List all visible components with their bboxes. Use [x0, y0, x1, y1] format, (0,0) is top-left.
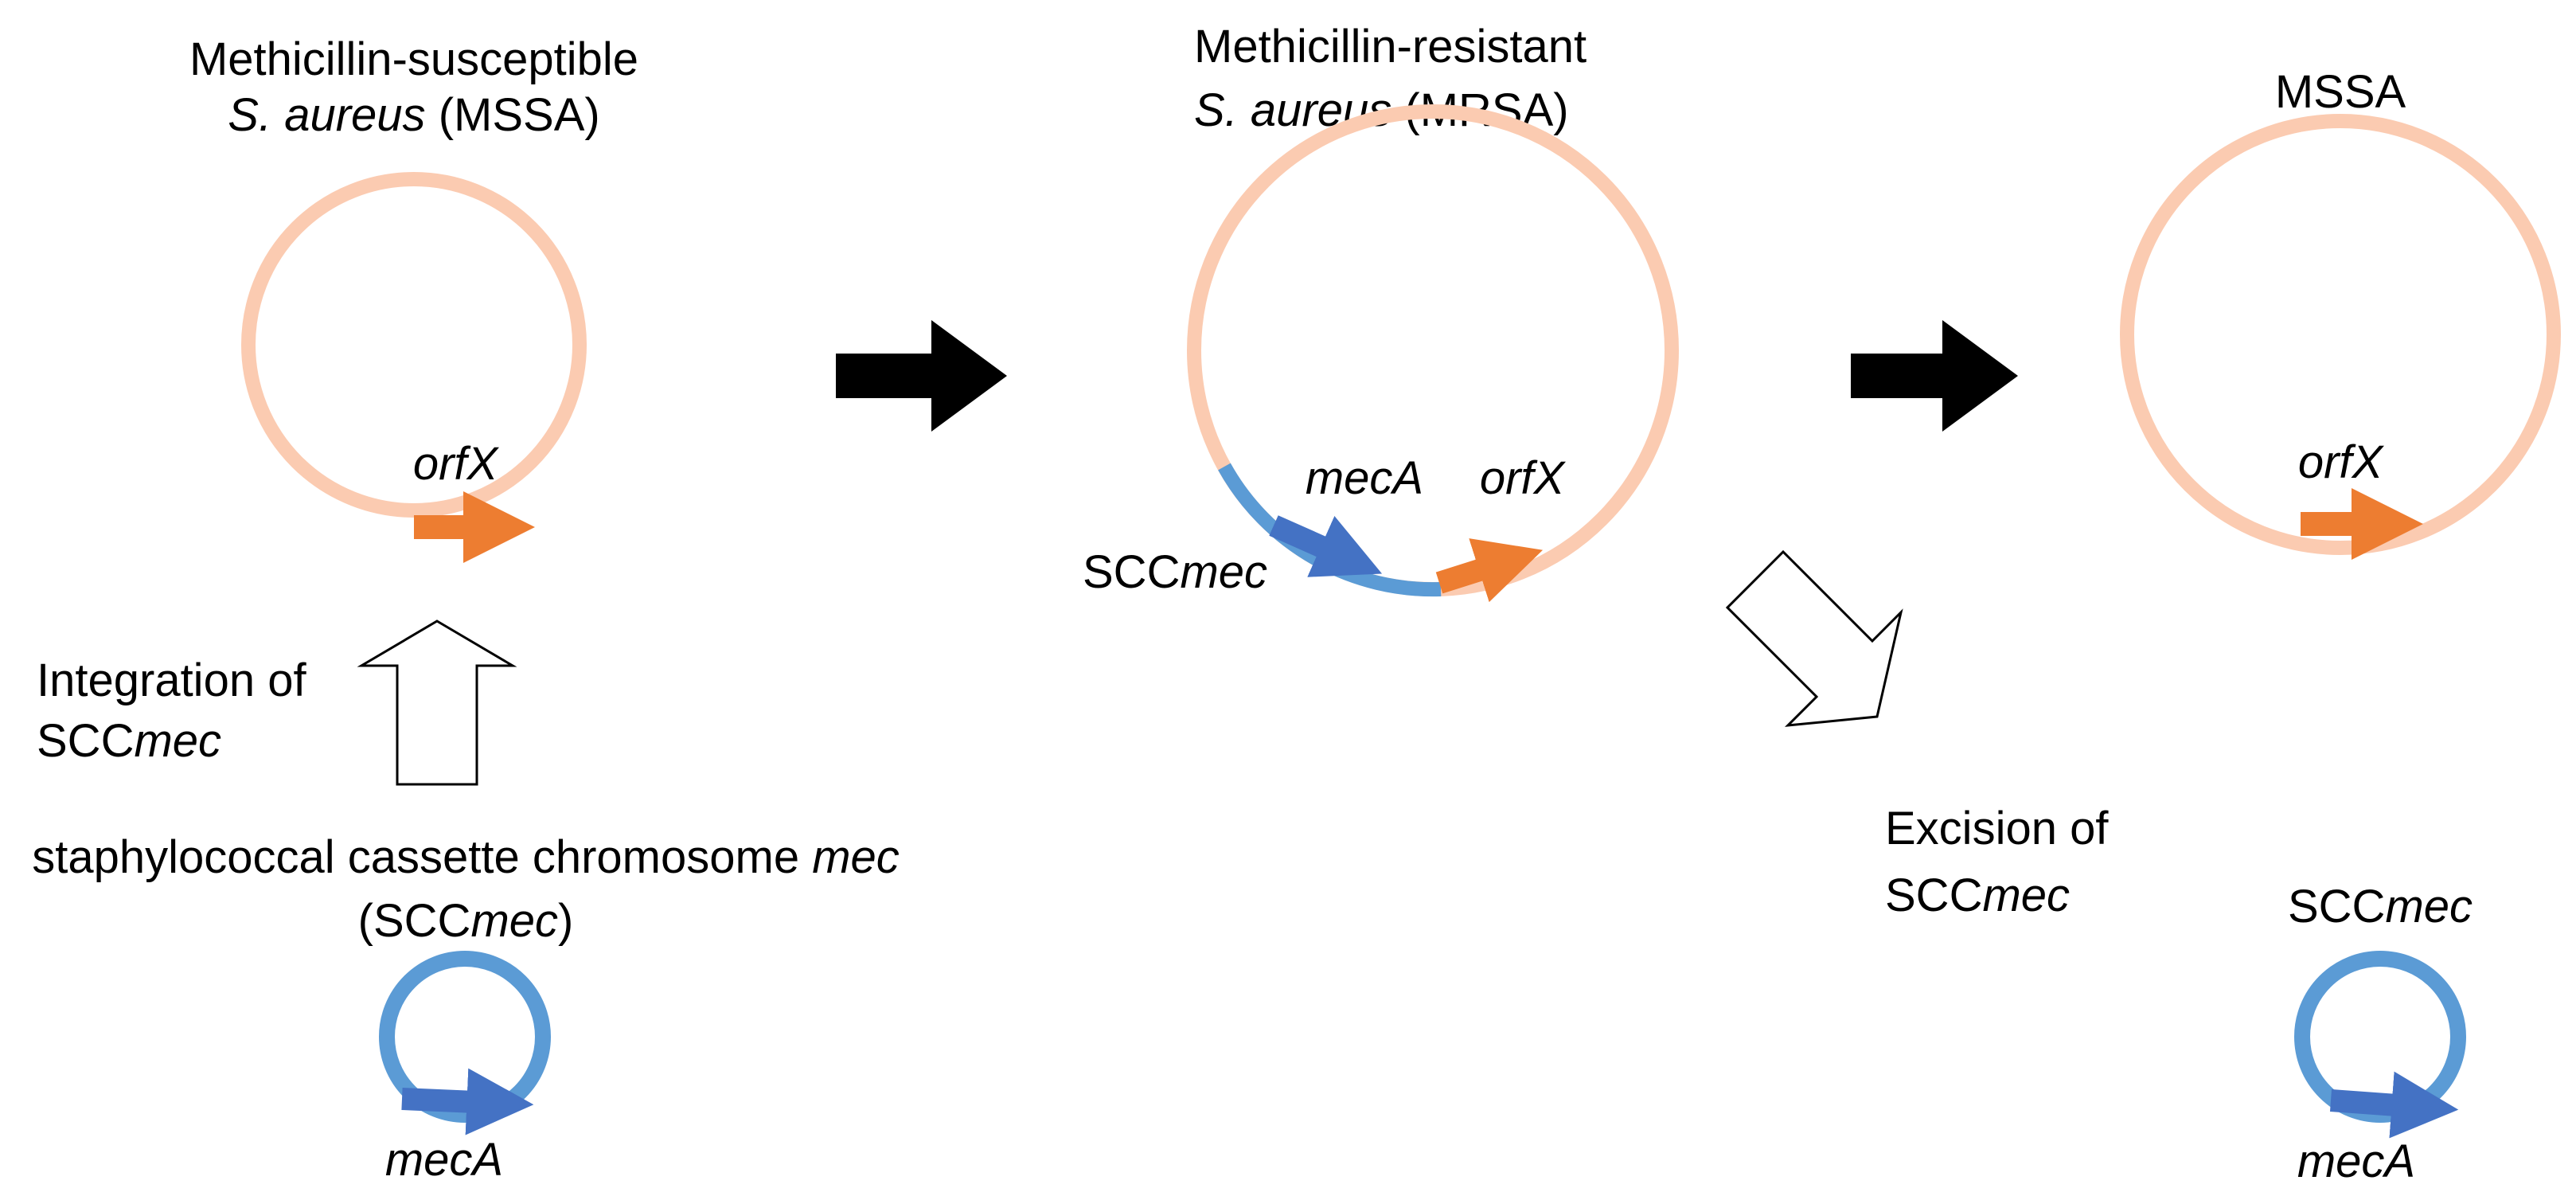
cassette-name-prefix: staphylococcal cassette chromosome: [32, 831, 812, 883]
mrsa-meca-arrow: [1269, 515, 1383, 577]
mssa-chromosome: [241, 172, 587, 518]
excision-label-line1: Excision of: [1885, 803, 2109, 854]
excision-arrow-icon: [1725, 549, 1903, 727]
excised-meca-label: mecA: [2297, 1135, 2415, 1187]
cassette-meca-label: mecA: [385, 1134, 503, 1186]
integration-group: Integration of SCCmec staphylococcal cas…: [32, 619, 900, 1186]
mssa-abbrev: (MSSA): [439, 89, 600, 141]
cassette-name-line1: staphylococcal cassette chromosome mec: [32, 831, 900, 883]
mssa-species: S. aureus: [228, 89, 425, 141]
cassette-paren-close: ): [558, 895, 573, 947]
cassette-name-suffix: mec: [812, 831, 900, 883]
mrsa-group: Methicillin-resistant S. aureus (MRSA) m…: [1083, 21, 1679, 603]
cassette-meca-arrow: [401, 1068, 534, 1135]
excision-label-line2: SCCmec: [1885, 870, 2070, 921]
process-arrow-2: [1851, 320, 2018, 432]
mssa-group: Methicillin-susceptible S. aureus (MSSA)…: [189, 33, 638, 563]
excised-scc-mec-ring: [2294, 951, 2466, 1123]
mrsa-meca-label: mecA: [1306, 452, 1423, 504]
excised-scc-prefix: SCC: [2288, 881, 2385, 932]
mssa-right-group: MSSA orfX: [2120, 66, 2561, 560]
mssa-right-chromosome: [2120, 114, 2561, 555]
cassette-paren-mec: mec: [470, 895, 558, 947]
cassette-scc-mec-ring: [379, 951, 551, 1123]
mrsa-scc-mec-label: SCCmec: [1083, 546, 1267, 598]
integration-label-line1: Integration of: [37, 655, 306, 706]
mssa-species-line: S. aureus (MSSA): [228, 89, 599, 141]
mrsa-title: Methicillin-resistant: [1194, 21, 1587, 72]
excision-scc-suffix: mec: [1982, 870, 2070, 921]
integration-scc-prefix: SCC: [37, 715, 134, 767]
mssa-title: Methicillin-susceptible: [189, 33, 638, 85]
mssa-orfx-label: orfX: [413, 438, 500, 490]
mrsa-scc-prefix: SCC: [1083, 546, 1180, 598]
mrsa-orfx-label: orfX: [1480, 452, 1567, 504]
excised-meca-arrow: [2329, 1071, 2459, 1139]
integration-arrow-icon: [357, 619, 517, 786]
excised-scc-suffix: mec: [2385, 881, 2473, 932]
mrsa-orfx-arrow: [1435, 538, 1544, 603]
excision-scc-prefix: SCC: [1885, 870, 1982, 921]
excision-group: Excision of SCCmec SCCmec mecA: [1725, 549, 2473, 1187]
mssa-right-orfx-label: orfX: [2298, 436, 2385, 488]
integration-label-line2: SCCmec: [37, 715, 221, 767]
mrsa-scc-suffix: mec: [1180, 546, 1267, 598]
cassette-paren-open: (SCC: [358, 895, 471, 947]
process-arrow-1: [836, 320, 1007, 432]
mssa-right-title: MSSA: [2275, 66, 2406, 118]
integration-scc-suffix: mec: [134, 715, 221, 767]
cassette-name-line2: (SCCmec): [358, 895, 574, 947]
excised-scc-mec-label: SCCmec: [2288, 881, 2473, 932]
